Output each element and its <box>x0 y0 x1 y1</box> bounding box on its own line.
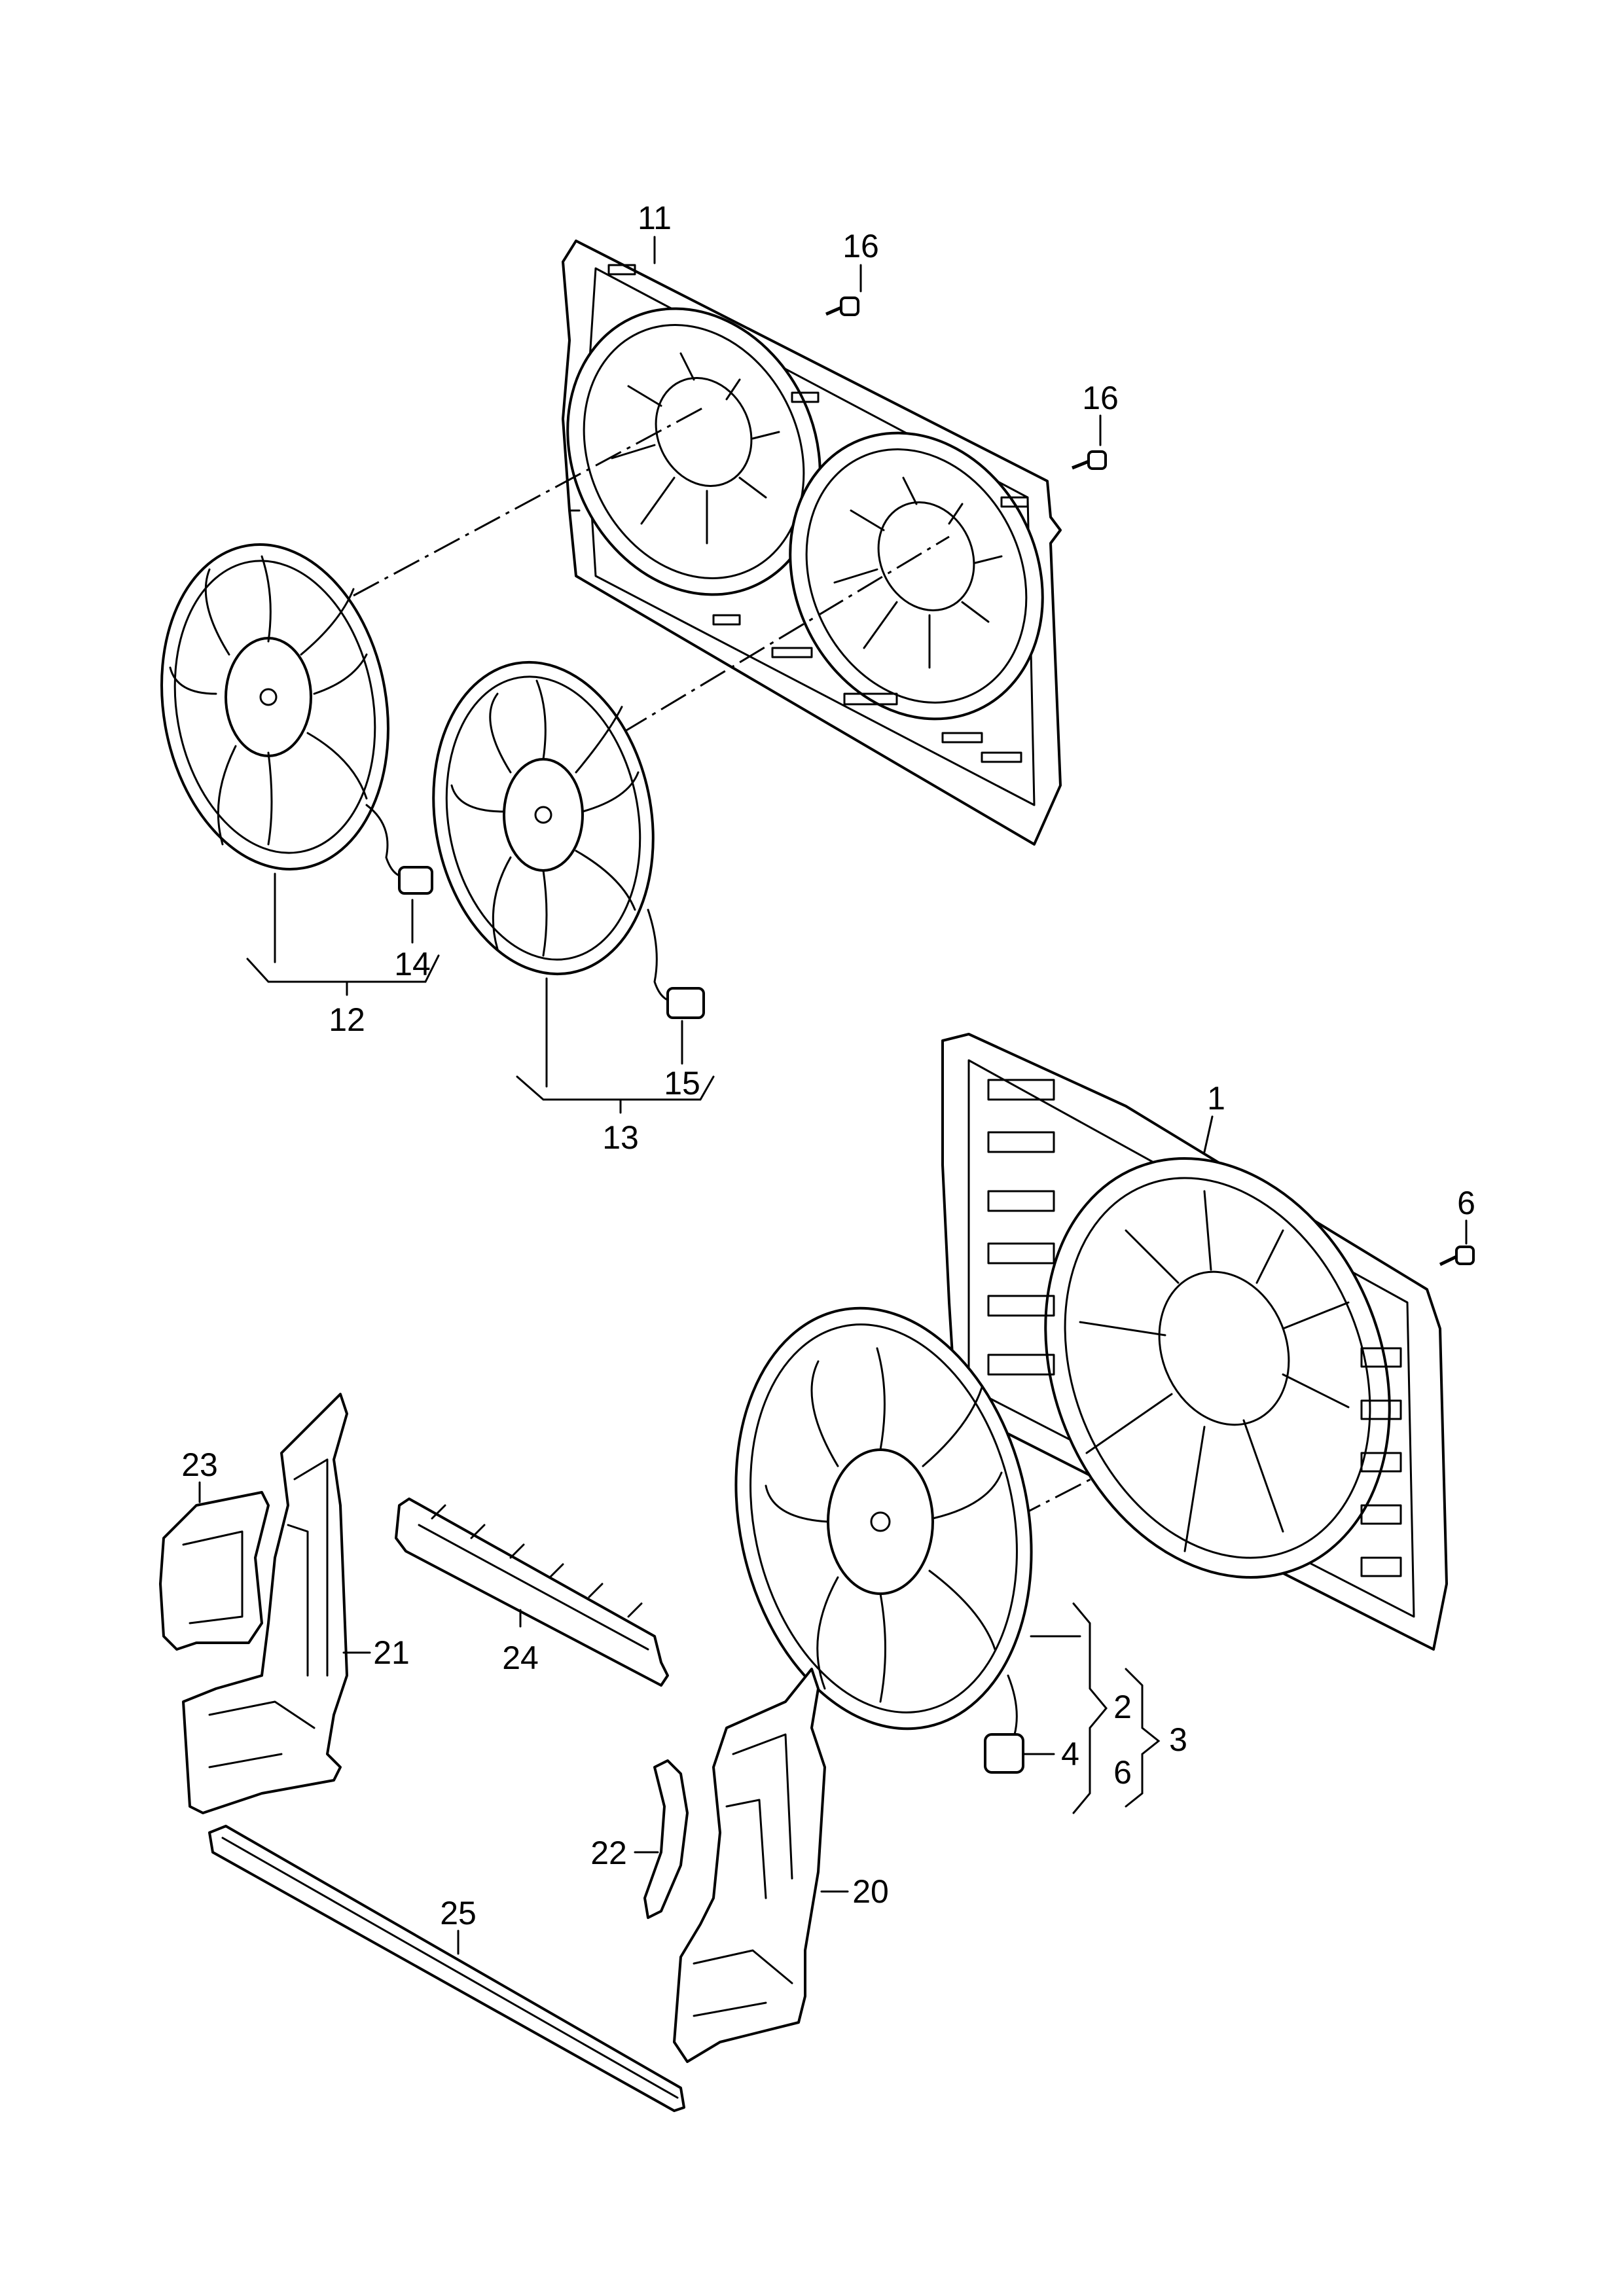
label-24: 24 <box>502 1640 539 1676</box>
fan-wheel-icon-2 <box>734 1306 1033 1774</box>
label-12: 12 <box>329 1001 365 1038</box>
dual-fan-shroud-icon <box>562 240 1062 846</box>
single-fan-shroud-icon <box>941 1033 1448 1651</box>
label-3: 3 <box>1169 1721 1187 1758</box>
alignment-line-left-fan <box>353 404 708 597</box>
label-16-upper: 16 <box>842 228 879 264</box>
fan-wheel-icon-13 <box>432 660 705 1019</box>
label-21: 21 <box>373 1634 410 1671</box>
screw-icon-right <box>1072 450 1107 470</box>
label-20: 20 <box>852 1873 889 1910</box>
electrical-connector-icon-14 <box>398 866 433 895</box>
label-4: 4 <box>1061 1736 1079 1772</box>
electrical-connector-icon-4 <box>984 1733 1024 1774</box>
label-23: 23 <box>181 1446 218 1483</box>
label-13: 13 <box>602 1119 639 1156</box>
electrical-connector-icon-15 <box>666 987 705 1019</box>
label-11: 11 <box>638 200 672 236</box>
air-guide-icon-23 <box>159 1491 270 1651</box>
air-guide-icon-20 <box>673 1668 826 2063</box>
seal-strip-icon-25 <box>208 1825 685 2112</box>
label-6-bracket: 6 <box>1113 1754 1132 1791</box>
air-guide-icon-22 <box>643 1759 689 1919</box>
seal-strip-icon-24 <box>395 1498 669 1687</box>
label-2: 2 <box>1113 1689 1132 1725</box>
label-14: 14 <box>394 946 431 982</box>
label-6-screw: 6 <box>1457 1185 1475 1221</box>
label-15: 15 <box>664 1065 700 1102</box>
screw-icon-6 <box>1439 1246 1475 1266</box>
label-22: 22 <box>590 1835 627 1871</box>
label-1: 1 <box>1207 1080 1225 1117</box>
air-guide-icon-21 <box>182 1393 348 1814</box>
screw-icon-upper <box>825 296 859 316</box>
alignment-line-right-fan <box>621 535 950 734</box>
label-25: 25 <box>440 1895 477 1931</box>
label-16-right: 16 <box>1082 380 1119 416</box>
fan-wheel-icon-12 <box>160 543 433 895</box>
